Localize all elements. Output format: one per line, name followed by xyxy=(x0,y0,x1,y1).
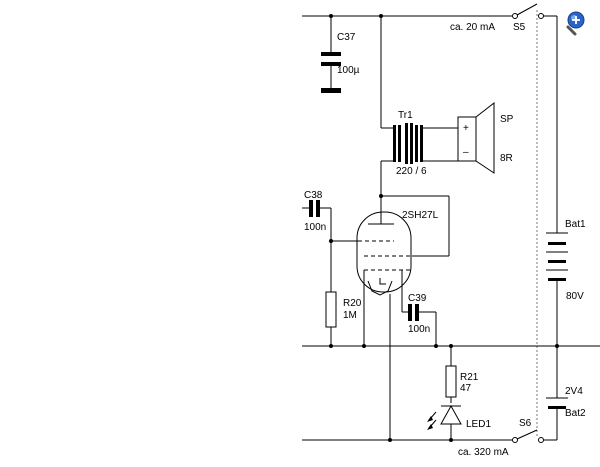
c39-value: 100n xyxy=(408,324,430,335)
speaker-impedance: 8R xyxy=(500,153,513,164)
bat1-label: Bat1 xyxy=(565,219,586,230)
switch-s5-current: ca. 20 mA xyxy=(450,22,495,33)
c37-value: 100µ xyxy=(337,65,360,76)
r20-value: 1M xyxy=(343,310,357,321)
speaker-sp: + – SP 8R xyxy=(457,101,514,174)
switch-s6: S6 ca. 320 mA xyxy=(458,418,538,458)
bat1-voltage: 80V xyxy=(566,291,584,302)
capacitor-c39: C39 100n xyxy=(363,270,437,440)
tr1-label: Tr1 xyxy=(398,110,413,121)
c39-label: C39 xyxy=(408,293,427,304)
led1-label: LED1 xyxy=(466,419,491,430)
r20-label: R20 xyxy=(343,298,362,309)
capacitor-c37: C37 100µ xyxy=(321,32,360,93)
bat2-label: Bat2 xyxy=(565,408,586,419)
tube-label: 2SH27L xyxy=(402,210,439,221)
speaker-label: SP xyxy=(500,114,514,125)
tr1-ratio: 220 / 6 xyxy=(396,166,427,177)
c38-value: 100n xyxy=(304,222,326,233)
resistor-r21: R21 47 xyxy=(445,346,479,403)
speaker-minus-sign: – xyxy=(463,147,469,158)
resistor-r20: R20 1M xyxy=(325,241,362,346)
c38-label: C38 xyxy=(304,190,323,201)
battery-bat2: 2V4 Bat2 xyxy=(546,346,586,440)
magnifier-plus-icon[interactable] xyxy=(566,11,585,36)
speaker-plus-sign: + xyxy=(463,123,469,134)
r21-value: 47 xyxy=(460,383,472,394)
battery-bat1: Bat1 80V xyxy=(546,219,586,346)
switch-s5-label: S5 xyxy=(513,22,526,33)
capacitor-c38: C38 100n xyxy=(302,190,358,243)
switch-s6-current: ca. 320 mA xyxy=(458,447,509,458)
led-led1: LED1 xyxy=(427,404,491,442)
c37-label: C37 xyxy=(337,32,356,43)
r21-label: R21 xyxy=(460,372,479,383)
bottom-rail xyxy=(302,437,557,443)
anode-wiring xyxy=(379,194,450,257)
tube-2sh27l: 2SH27L xyxy=(356,210,439,296)
transformer-tr1: Tr1 220 / 6 xyxy=(380,110,458,196)
top-rail xyxy=(302,13,558,233)
switch-s5: ca. 20 mA S5 xyxy=(450,3,538,438)
bat2-voltage: 2V4 xyxy=(565,386,583,397)
switch-s6-label: S6 xyxy=(519,418,532,429)
